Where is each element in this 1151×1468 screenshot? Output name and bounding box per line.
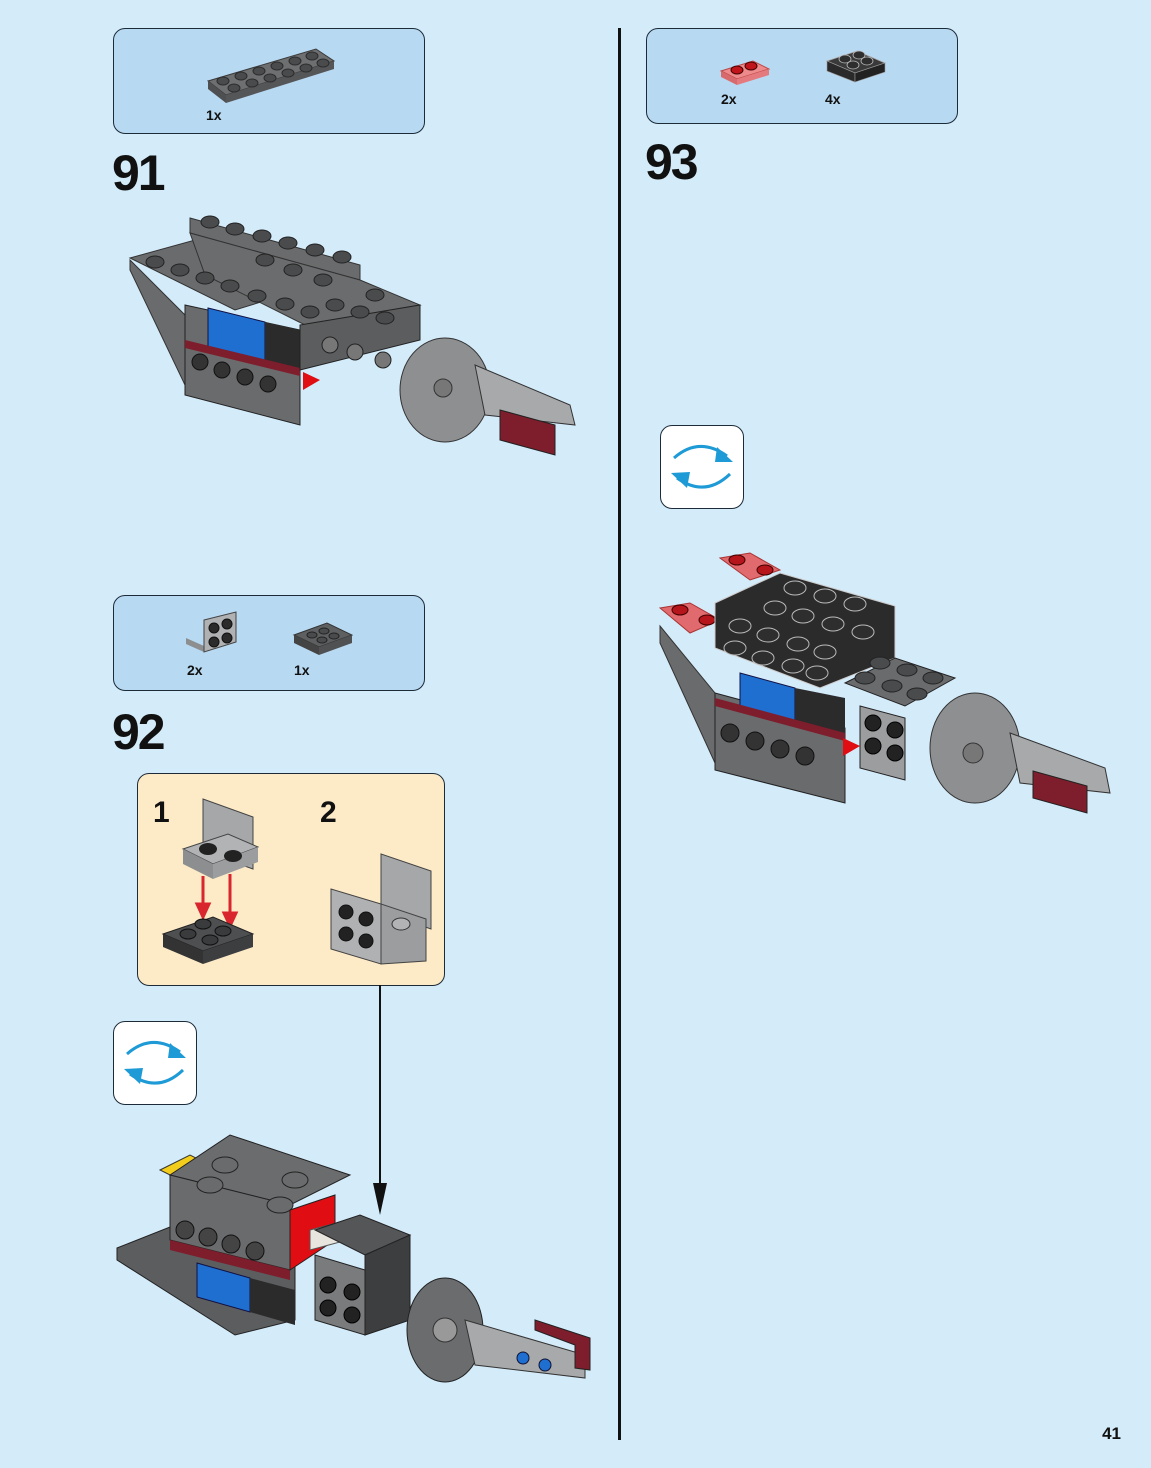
step-number-93: 93	[645, 134, 699, 190]
step-number-92: 92	[112, 704, 166, 760]
step-92-model-illustration	[116, 1134, 591, 1383]
rotate-model-icon	[671, 445, 733, 489]
substep-2-illustration	[330, 853, 432, 965]
arm	[464, 1319, 586, 1379]
part-plate-2x2-icon	[292, 622, 354, 655]
dark-red-stripe	[170, 1240, 290, 1280]
rotate-model-icon	[124, 1041, 186, 1085]
part-quantity: 4x	[825, 91, 841, 107]
rotate-model-button	[113, 1021, 197, 1105]
step-91-model-illustration	[128, 215, 576, 456]
part-quantity: 1x	[294, 662, 310, 678]
step-number-91: 91	[112, 145, 166, 201]
subassembly-callout: 1 2	[137, 773, 445, 986]
red-wedge	[843, 738, 860, 756]
page-column-divider	[618, 28, 621, 1440]
part-bracket-icon	[186, 611, 237, 653]
page-number: 41	[1102, 1424, 1121, 1443]
dark-red-tile	[499, 409, 556, 456]
part-plate-1x2-trans-red-icon	[719, 60, 771, 85]
black-block	[250, 1278, 295, 1325]
black-tile	[265, 322, 300, 370]
step-93-model-illustration	[658, 552, 1111, 814]
dark-red-stripe	[185, 340, 300, 376]
substep-number-2: 2	[320, 796, 337, 829]
red-wedge	[303, 372, 320, 390]
substep-1-illustration	[161, 798, 260, 964]
arm	[474, 364, 576, 426]
substep-number-1: 1	[153, 796, 170, 829]
wedge-hull	[659, 624, 716, 764]
part-plate-2x6-icon	[206, 48, 336, 103]
part-quantity: 2x	[721, 91, 737, 107]
step-91-parts-callout: 1x	[113, 28, 425, 134]
part-quantity: 2x	[187, 662, 203, 678]
part-brick-2x2-round-icon	[825, 50, 887, 83]
rotate-model-button	[660, 425, 744, 509]
step-93-parts-callout: 2x 4x	[646, 28, 958, 124]
dark-red-tile	[534, 1319, 591, 1371]
assembly-pointer-arrow	[373, 985, 387, 1215]
step-92-parts-callout: 2x 1x	[113, 595, 425, 691]
assembly-arrow-icon	[194, 874, 239, 930]
dark-red-tile	[1032, 770, 1088, 814]
dark-red-stripe	[715, 698, 845, 741]
part-quantity: 1x	[206, 107, 222, 123]
